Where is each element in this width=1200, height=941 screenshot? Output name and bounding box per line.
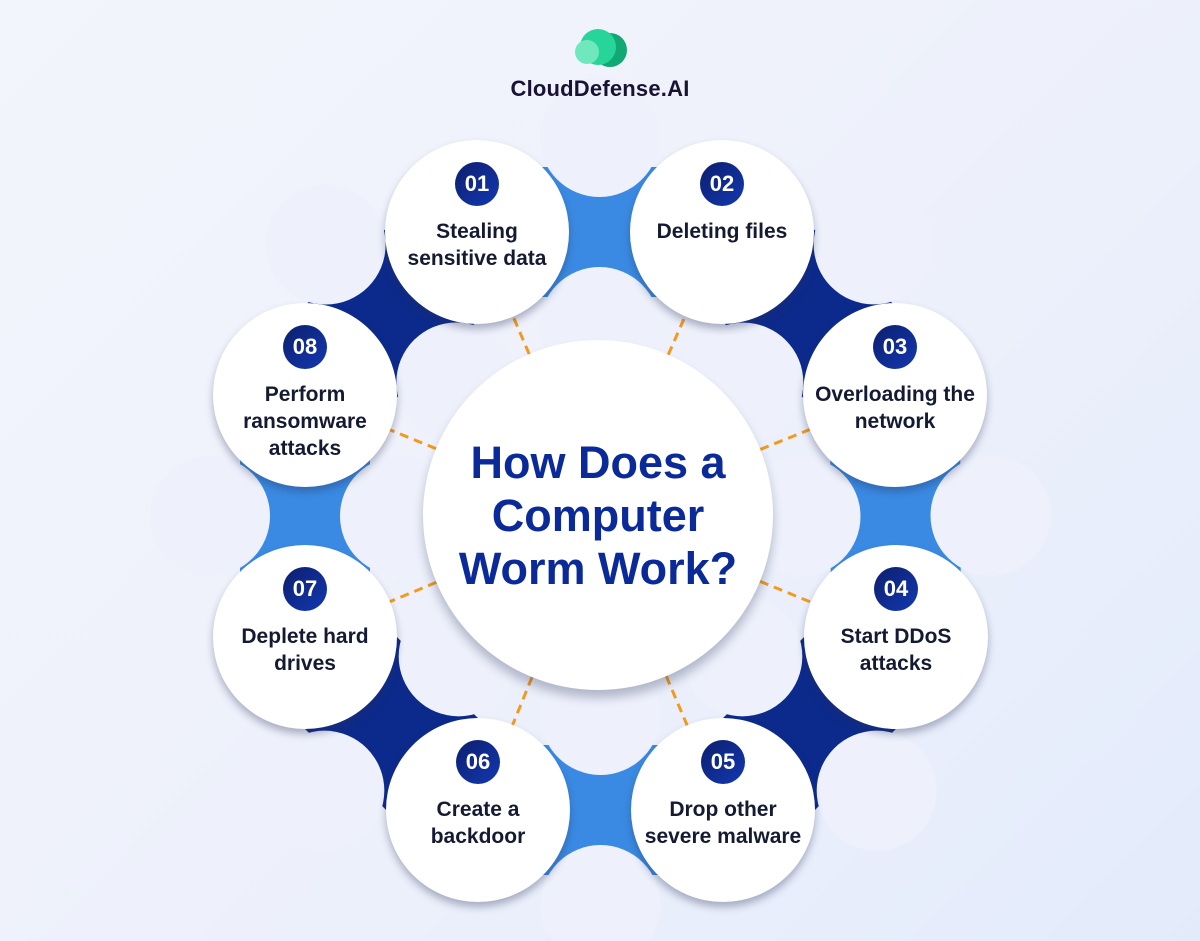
- dashed-link: [509, 662, 540, 730]
- step-number-badge: 05: [701, 740, 745, 784]
- step-number-badge: 01: [455, 162, 499, 206]
- connector-carve: [816, 730, 937, 851]
- step-number-badge: 02: [700, 162, 744, 206]
- connector-carve: [150, 456, 270, 576]
- step-label: Drop other severe malware: [644, 798, 802, 848]
- dashed-link: [660, 312, 689, 370]
- dashed-link: [745, 426, 814, 457]
- logo: CloudDefense.AI: [500, 28, 700, 102]
- step-number-badge: 08: [283, 325, 327, 369]
- dashed-link: [385, 426, 451, 456]
- step-label: Start DDoS attacks: [840, 625, 952, 675]
- step-number-badge: 04: [874, 567, 918, 611]
- step-number-badge: 03: [873, 325, 917, 369]
- connector-carve: [930, 455, 1051, 576]
- step-label: Stealing sensitive data: [407, 220, 547, 270]
- connector-carve: [264, 730, 385, 851]
- connector-carve: [539, 77, 660, 197]
- dashed-link: [510, 312, 537, 369]
- connector-carve: [265, 184, 386, 305]
- step-label: Perform ransomware attacks: [243, 383, 367, 460]
- step-number-badge: 07: [283, 567, 327, 611]
- step-label: Create a backdoor: [430, 798, 526, 848]
- step-label: Overloading the network: [815, 383, 975, 433]
- dashed-link: [385, 575, 451, 605]
- step-label: Deplete hard drives: [241, 625, 369, 675]
- center-circle: How Does a Computer Worm Work?: [423, 340, 773, 690]
- connector-carve: [540, 845, 661, 941]
- step-number-badge: 06: [456, 740, 500, 784]
- connector-carve: [813, 184, 934, 305]
- dashed-link: [659, 661, 691, 730]
- cloud-logo-icon: [575, 29, 627, 67]
- brand-name: CloudDefense.AI: [510, 76, 690, 101]
- dashed-link: [745, 574, 816, 606]
- diagram-title: How Does a Computer Worm Work?: [458, 436, 738, 594]
- step-label: Deleting files: [656, 220, 788, 243]
